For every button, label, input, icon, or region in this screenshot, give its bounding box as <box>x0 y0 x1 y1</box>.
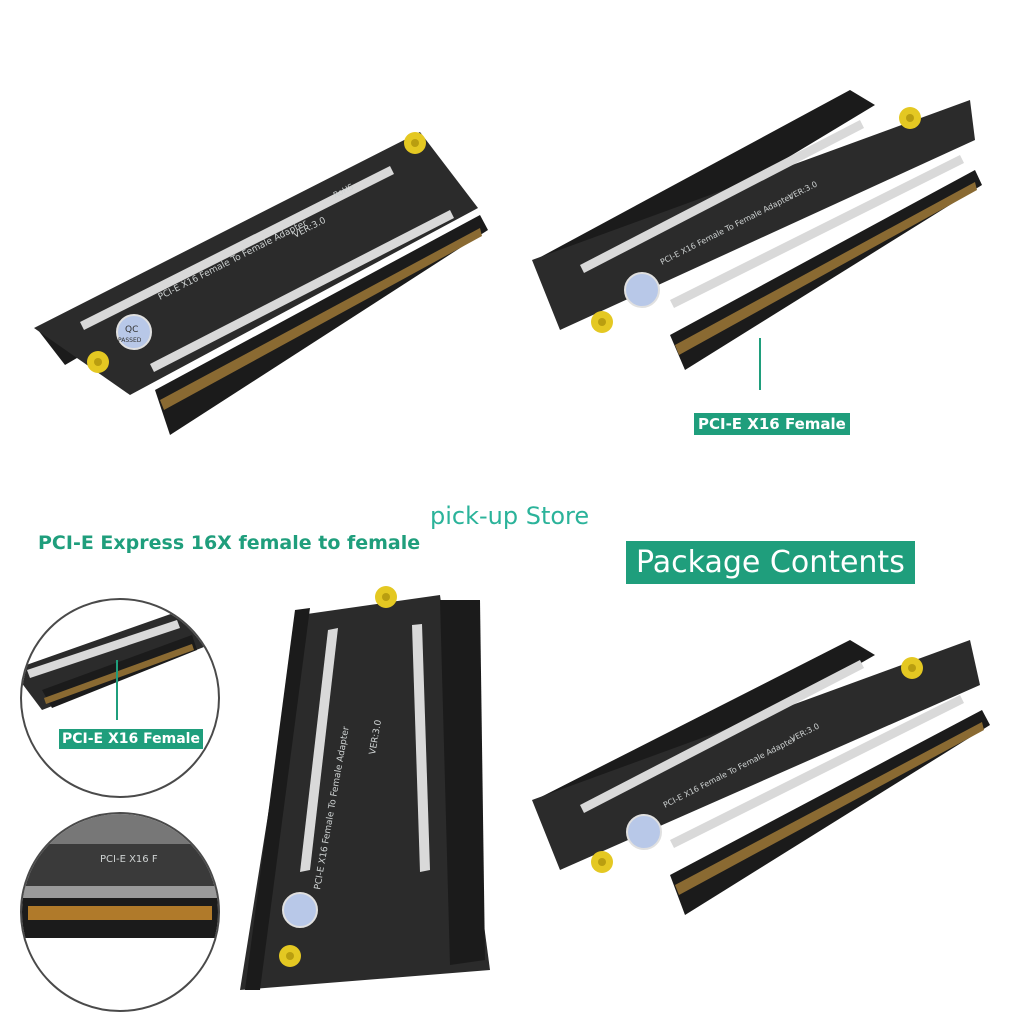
adapter-board-vertical: PCI-E X16 Female To Female Adapter VER:3… <box>200 570 500 1010</box>
female-label-closeup: PCI-E X16 Female <box>58 728 204 750</box>
closeup-pins: PCI-E X16 F <box>20 812 220 1012</box>
package-contents-label: Package Contents <box>626 541 915 584</box>
closeup-connector: PCI-E X16 Female <box>20 598 220 798</box>
qc-badge-top: QC <box>125 325 138 335</box>
adapter-board-bottom-right: PCI-E X16 Female To Female Adapter VER:3… <box>520 620 1000 950</box>
adapter-board-top-right: PCI-E X16 Female To Female Adapter VER:3… <box>520 60 990 390</box>
adapter-board-top-left: QC PASSED PCI-E X16 Female To Female Ada… <box>10 60 510 450</box>
female-label-top: PCI-E X16 Female <box>693 412 851 436</box>
qc-badge-bottom: PASSED <box>118 337 142 344</box>
heading: PCI-E Express 16X female to female <box>38 532 421 554</box>
store-name: pick-up Store <box>430 502 590 530</box>
closeup-pcb-text: PCI-E X16 F <box>100 854 158 865</box>
